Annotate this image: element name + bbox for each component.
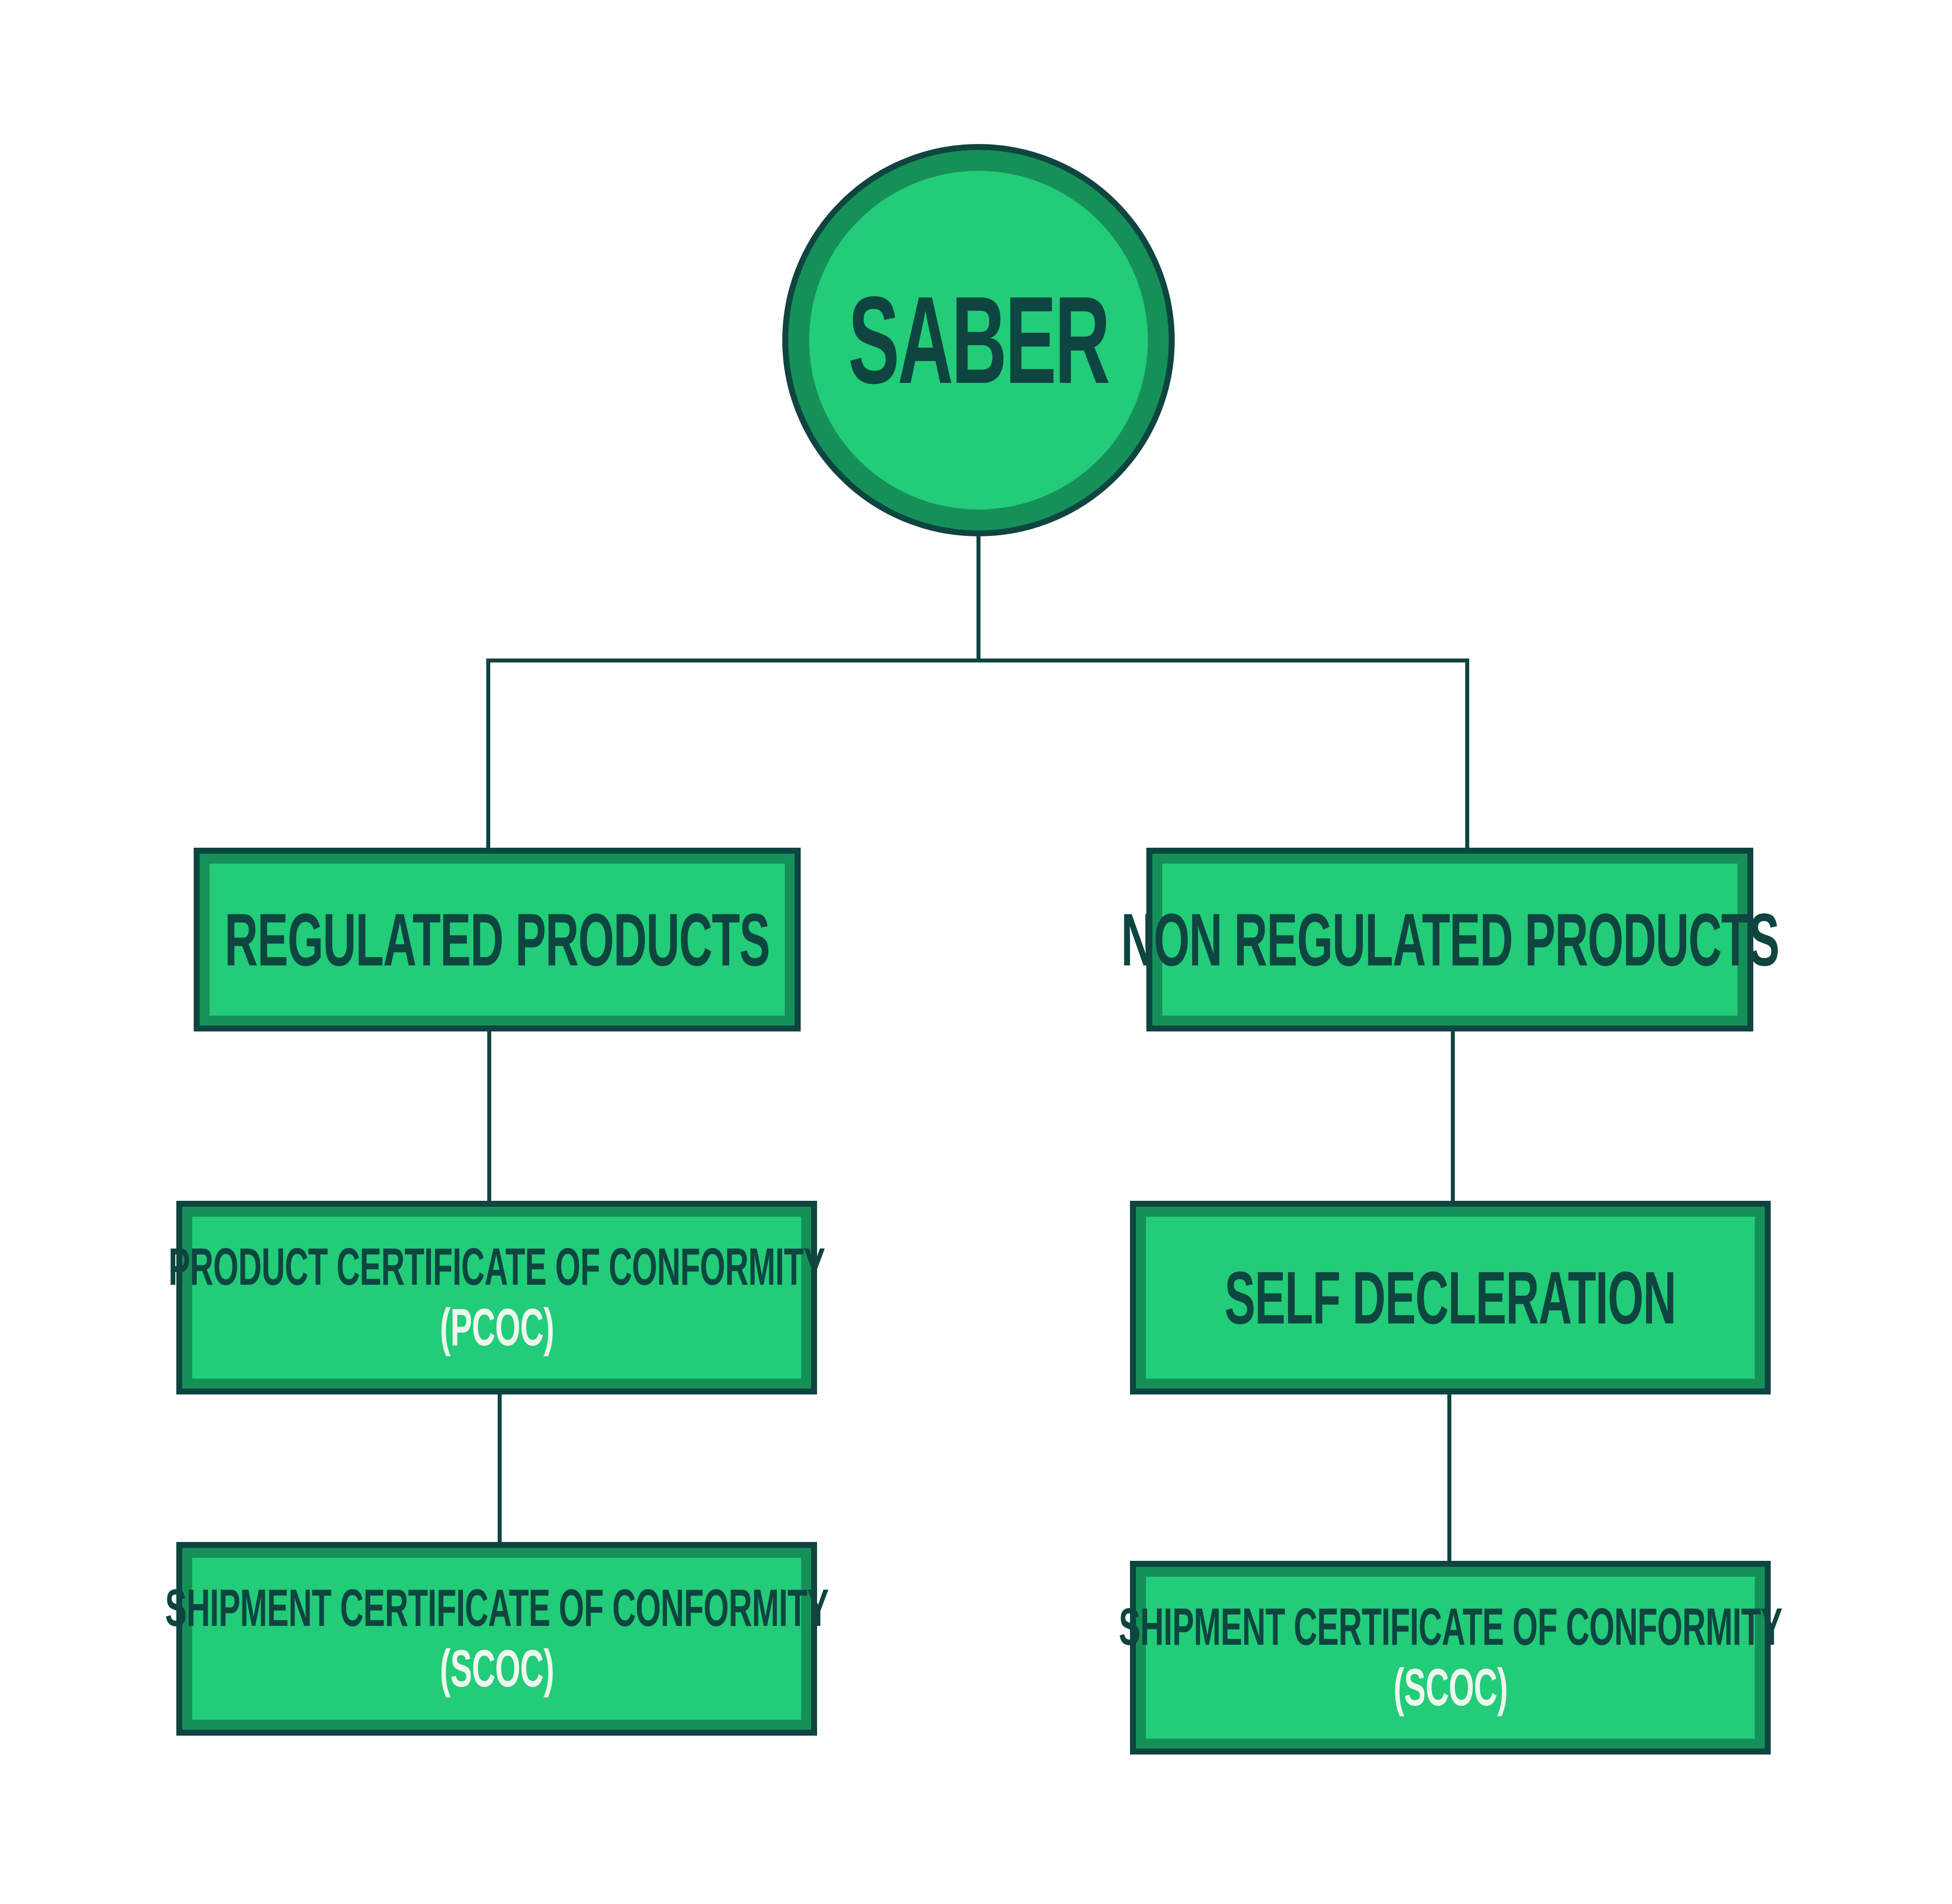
node-label: PRODUCT CERTIFICATE OF CONFORMITY bbox=[168, 1238, 825, 1297]
node-inner: REGULATED PRODUCTS bbox=[210, 864, 785, 1016]
node-pcoc: PRODUCT CERTIFICATE OF CONFORMITY (PCOC) bbox=[168, 1201, 826, 1394]
node-label: REGULATED PRODUCTS bbox=[225, 897, 770, 981]
node-sublabel: (SCOC) bbox=[1393, 1658, 1508, 1717]
node-label: NON REGULATED PRODUCTS bbox=[1121, 897, 1780, 981]
node-label: SHIPMENT CERTIFICATE OF CONFORMITY bbox=[1119, 1598, 1782, 1657]
node-regulated-products: REGULATED PRODUCTS bbox=[194, 848, 801, 1031]
root-node-label: SABER bbox=[848, 271, 1111, 409]
node-inner: SHIPMENT CERTIFICATE OF CONFORMITY (SCOC… bbox=[1119, 1577, 1783, 1739]
node-label: SELF DECLERATION bbox=[1224, 1255, 1677, 1339]
node-non-regulated-products: NON REGULATED PRODUCTS bbox=[1121, 848, 1780, 1031]
node-inner: SHIPMENT CERTIFICATE OF CONFORMITY (SCOC… bbox=[165, 1558, 829, 1720]
node-label: SHIPMENT CERTIFICATE OF CONFORMITY bbox=[165, 1579, 828, 1638]
node-inner: PRODUCT CERTIFICATE OF CONFORMITY (PCOC) bbox=[168, 1217, 826, 1379]
node-scoc-left: SHIPMENT CERTIFICATE OF CONFORMITY (SCOC… bbox=[165, 1542, 829, 1736]
node-sublabel: (SCOC) bbox=[440, 1639, 554, 1698]
root-node-saber: SABER bbox=[782, 144, 1175, 536]
node-scoc-right: SHIPMENT CERTIFICATE OF CONFORMITY (SCOC… bbox=[1119, 1561, 1783, 1755]
root-node-inner: SABER bbox=[809, 171, 1148, 510]
node-inner: NON REGULATED PRODUCTS bbox=[1121, 864, 1780, 1016]
node-sublabel: (PCOC) bbox=[440, 1298, 554, 1357]
node-self-decleration: SELF DECLERATION bbox=[1130, 1201, 1771, 1394]
node-inner: SELF DECLERATION bbox=[1146, 1217, 1755, 1379]
